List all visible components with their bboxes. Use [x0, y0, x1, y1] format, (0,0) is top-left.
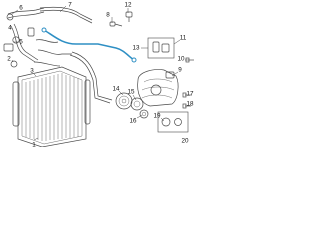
callout-11: 11 [180, 35, 187, 42]
clutch-assembly [115, 92, 149, 119]
callout-20: 20 [181, 138, 189, 145]
ac-system-parts-diagram: 1 2 3 4 5 6 7 8 9 10 11 12 13 14 15 16 1… [3, 2, 194, 148]
callout-19: 19 [153, 113, 161, 120]
callout-12: 12 [124, 2, 132, 9]
callout-labels: 1 2 3 4 5 6 7 8 9 10 11 12 13 14 15 16 1… [7, 2, 194, 148]
callout-18: 18 [186, 101, 194, 108]
condenser-radiator [12, 66, 91, 147]
callout-5: 5 [19, 39, 23, 46]
callout-14: 14 [112, 86, 120, 93]
bolts-right [182, 57, 194, 109]
callout-13: 13 [132, 45, 140, 52]
callout-3: 3 [30, 68, 34, 75]
leader-lines [11, 5, 188, 141]
callout-7: 7 [68, 2, 72, 9]
callout-2: 2 [7, 56, 11, 63]
callout-6: 6 [19, 5, 23, 12]
callout-15: 15 [127, 89, 135, 96]
inset-parts-upper [147, 37, 175, 59]
upper-left-hose-assembly [3, 7, 72, 68]
callout-16: 16 [129, 118, 137, 125]
callout-9: 9 [178, 67, 182, 74]
highlighted-ac-line [41, 27, 137, 63]
callout-17: 17 [186, 91, 194, 98]
top-fittings [109, 11, 133, 27]
compressor [137, 69, 179, 107]
inset-parts-lower [157, 111, 189, 133]
callout-4: 4 [8, 25, 12, 32]
callout-10: 10 [177, 56, 185, 63]
callout-8: 8 [106, 12, 110, 19]
suction-line [39, 6, 113, 104]
callout-1: 1 [32, 142, 36, 148]
